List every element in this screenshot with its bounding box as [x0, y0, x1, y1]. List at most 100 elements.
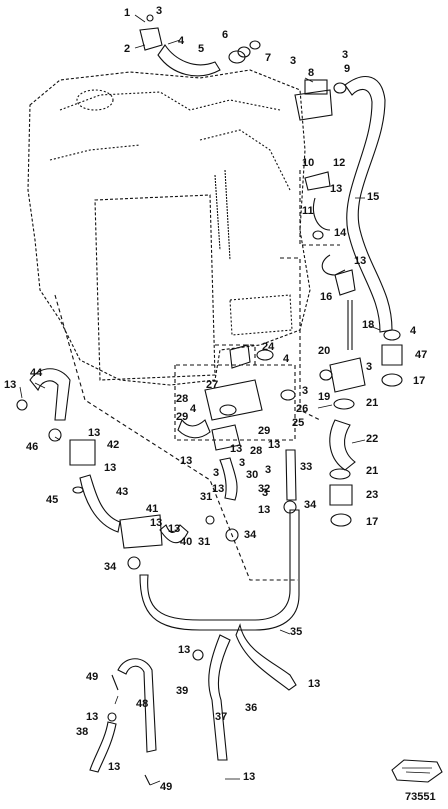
callout-label: 5: [198, 43, 205, 55]
callout-label: 8: [308, 67, 315, 79]
callout-label: 30: [246, 469, 259, 481]
callout-label: 48: [136, 698, 149, 710]
callout-label: 46: [26, 441, 39, 453]
hose-14: [312, 197, 331, 231]
callout-label: 3: [262, 487, 269, 499]
callout-label: 18: [362, 319, 375, 331]
reference-number: 73551: [405, 791, 436, 803]
elbow-16: [334, 269, 356, 296]
callout-label: 26: [296, 403, 309, 415]
engine-block: [27, 69, 311, 386]
engine-cap: [76, 89, 114, 111]
callout-label: 38: [76, 726, 89, 738]
callout-label: 42: [107, 439, 120, 451]
callout-label: 13: [180, 455, 193, 467]
callout-label: 44: [30, 367, 43, 379]
callout-label: 4: [190, 403, 197, 415]
callout-label: 22: [366, 433, 379, 445]
callout-label: 28: [176, 393, 189, 405]
callout-label: 33: [300, 461, 313, 473]
callout-label: 13: [268, 439, 281, 451]
callout-label: 3: [366, 361, 373, 373]
callout-label: 34: [304, 499, 317, 511]
hose-35: [139, 509, 300, 631]
callout-label: 3: [342, 49, 349, 61]
callout-label: 45: [46, 494, 59, 506]
callout-label: 3: [302, 385, 309, 397]
callout-label: 47: [415, 349, 428, 361]
hose-15: [344, 76, 393, 333]
callout-label: 4: [178, 35, 185, 47]
callout-label: 3: [265, 464, 272, 476]
hose-13-elbow: [321, 254, 346, 276]
elbow-1: [139, 27, 163, 51]
callout-label: 21: [366, 397, 379, 409]
tee-19: [329, 357, 366, 393]
hose-38: [89, 721, 117, 773]
callout-label: 14: [334, 227, 347, 239]
callout-label: 29: [176, 411, 189, 423]
callout-label: 2: [124, 43, 131, 55]
callout-label: 31: [198, 536, 211, 548]
callout-label: 13: [88, 427, 101, 439]
callout-label: 34: [104, 561, 117, 573]
callout-label: 39: [176, 685, 189, 697]
hose-33: [285, 449, 297, 501]
callout-label: 13: [243, 771, 256, 783]
callout-label: 13: [150, 517, 163, 529]
callout-label: 3: [290, 55, 297, 67]
callout-label: 3: [156, 5, 163, 17]
callout-label: 13: [168, 523, 181, 535]
callout-label: 19: [318, 391, 331, 403]
callout-label: 21: [366, 465, 379, 477]
callout-label: 37: [215, 711, 228, 723]
callout-label: 20: [318, 345, 331, 357]
callout-label: 17: [366, 516, 379, 528]
callout-label: 16: [320, 291, 333, 303]
callout-label: 41: [146, 503, 159, 515]
callout-label: 17: [413, 375, 426, 387]
callout-label: 13: [230, 443, 243, 455]
hose-30: [219, 457, 238, 501]
callout-label: 13: [330, 183, 343, 195]
callout-label: 28: [250, 445, 263, 457]
callout-label: 36: [245, 702, 258, 714]
callout-label: 23: [366, 489, 379, 501]
callout-label: 49: [86, 671, 99, 683]
callout-label: 35: [290, 626, 303, 638]
callout-label: 13: [258, 504, 271, 516]
callout-label: 25: [292, 417, 305, 429]
hose-22: [329, 419, 356, 471]
callout-label: 7: [265, 52, 272, 64]
callout-label: 32: [258, 483, 271, 495]
engine-inner: [94, 194, 216, 381]
callout-label: 49: [160, 781, 173, 793]
callout-label: 13: [308, 678, 321, 690]
callout-label: 13: [4, 379, 17, 391]
callout-label: 13: [86, 711, 99, 723]
hose-40: [159, 524, 189, 544]
callout-label: 4: [283, 353, 290, 365]
callout-label: 12: [333, 157, 346, 169]
callout-label: 3: [213, 467, 220, 479]
callout-label: 13: [212, 483, 225, 495]
hose-48: [117, 658, 157, 753]
callout-label: 13: [108, 761, 121, 773]
callout-label: 4: [410, 325, 417, 337]
boat-outline-icon: [391, 759, 443, 783]
callout-label: 3: [239, 457, 246, 469]
callout-label: 43: [116, 486, 129, 498]
callout-label: 31: [200, 491, 213, 503]
callout-label: 15: [367, 191, 380, 203]
callout-label: 10: [302, 157, 315, 169]
callout-label: 13: [354, 255, 367, 267]
callout-label: 29: [258, 425, 271, 437]
elbow-24: [229, 344, 251, 369]
hose-44: [29, 368, 71, 421]
callout-label: 1: [124, 7, 131, 19]
callout-label: 34: [244, 529, 257, 541]
callout-label: 27: [206, 379, 219, 391]
hose-43: [79, 474, 121, 533]
